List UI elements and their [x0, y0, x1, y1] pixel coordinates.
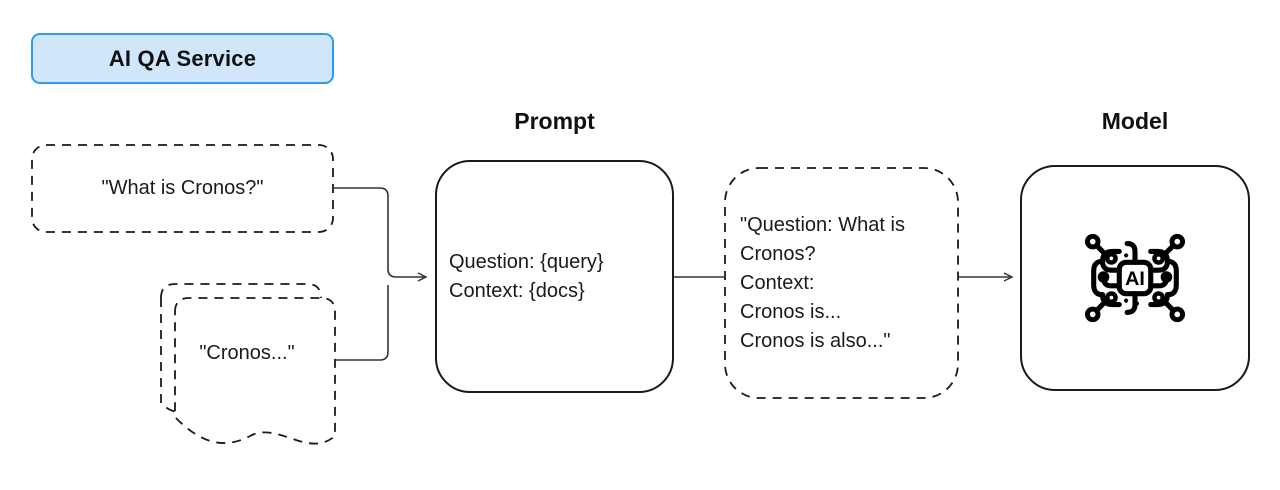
node-user-question-outline: [31, 144, 334, 233]
node-prompt-template-outline: [435, 160, 674, 393]
node-user-question[interactable]: "What is Cronos?": [31, 144, 334, 233]
node-model-outline: [1020, 165, 1250, 391]
node-rendered-prompt[interactable]: "Question: What is Cronos? Context: Cron…: [724, 167, 959, 399]
heading-model: Model: [1101, 108, 1169, 134]
edge-documents-to-prompt: [336, 285, 389, 361]
edge-question-to-prompt: [334, 187, 428, 282]
node-documents-label: "Cronos...": [199, 342, 295, 364]
node-rendered-prompt-outline: [724, 167, 959, 399]
node-rendered-prompt-label: "Question: What is Cronos? Context: Cron…: [740, 213, 905, 352]
ai-chip-brain-icon: AI: [1084, 233, 1186, 323]
node-prompt-template-label: Question: {query} Context: {docs}: [449, 250, 604, 302]
service-badge-label: AI QA Service: [108, 45, 257, 71]
node-documents[interactable]: "Cronos...": [158, 281, 336, 453]
heading-prompt: Prompt: [514, 108, 595, 134]
node-model[interactable]: AI: [1020, 165, 1250, 391]
ai-icon-label: AI: [1125, 268, 1145, 290]
node-user-question-label: "What is Cronos?": [101, 177, 264, 199]
node-prompt-template[interactable]: Question: {query} Context: {docs}: [435, 160, 674, 393]
node-documents-outline: [160, 283, 336, 445]
service-badge: AI QA Service: [31, 33, 334, 84]
